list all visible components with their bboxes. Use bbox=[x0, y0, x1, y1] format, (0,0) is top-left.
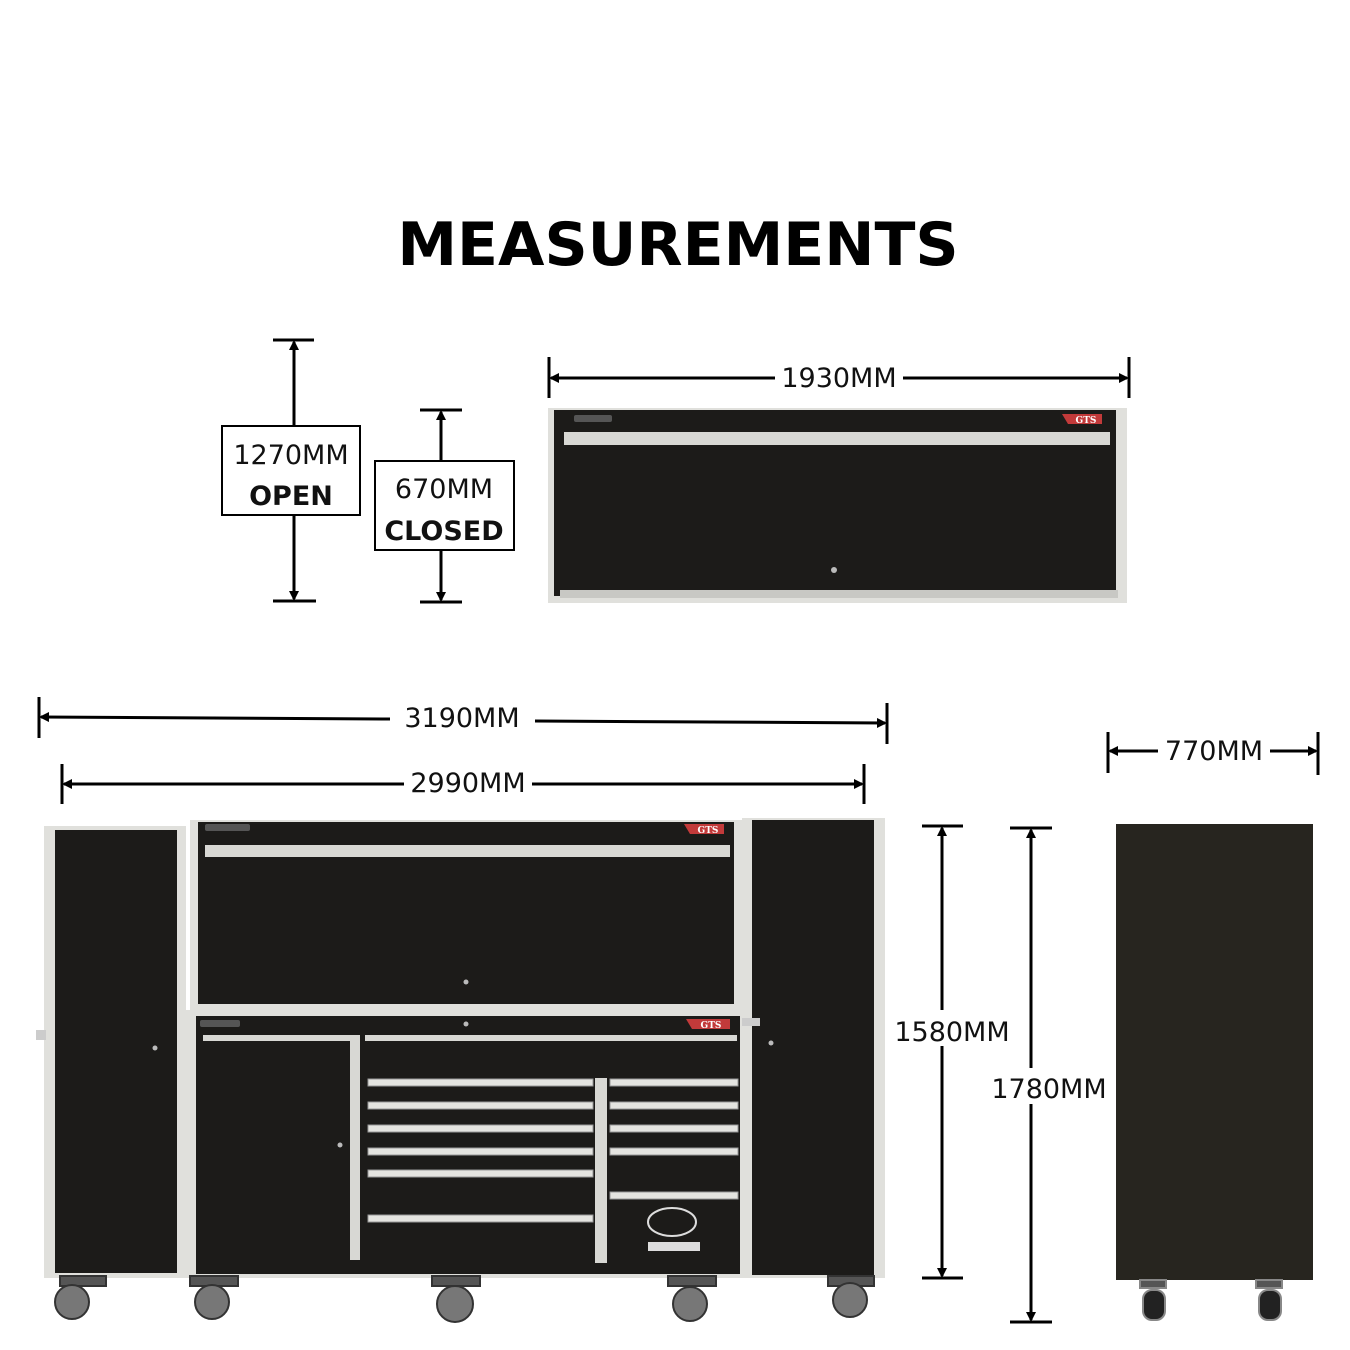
dimension-depth: 770MM bbox=[1106, 732, 1320, 775]
gts-badge-text: GTS bbox=[698, 826, 719, 836]
cabinet-side bbox=[1116, 824, 1313, 1280]
dimension-overall-width: 3190MM bbox=[37, 697, 889, 744]
page-title: MEASUREMENTS bbox=[397, 210, 958, 280]
open-height-value: 1270MM bbox=[233, 440, 348, 471]
gts-badge bbox=[686, 1019, 730, 1029]
dimension-total-height: 1780MM bbox=[991, 826, 1107, 1324]
hutch-width-value: 1930MM bbox=[781, 363, 896, 394]
right-locker bbox=[752, 820, 874, 1275]
closed-height-value: 670MM bbox=[395, 474, 493, 505]
dimension-hutch-width: 1930MM bbox=[547, 357, 1131, 398]
overall-width-value: 3190MM bbox=[404, 703, 519, 734]
dimension-open-height: 1270MM OPEN bbox=[221, 338, 361, 603]
brand-plate bbox=[574, 415, 612, 422]
combo-width-value: 2990MM bbox=[410, 768, 525, 799]
workstation-image: GTS GTS bbox=[36, 818, 885, 1323]
total-height-value: 1780MM bbox=[991, 1074, 1106, 1105]
side-casters bbox=[1139, 1279, 1283, 1321]
gts-badge-text: GTS bbox=[701, 1021, 722, 1031]
gts-badge bbox=[684, 824, 724, 834]
gts-badge-text: GTS bbox=[1076, 416, 1097, 426]
left-locker bbox=[55, 830, 177, 1273]
hutch-image: GTS bbox=[548, 408, 1127, 603]
jimy-logo bbox=[647, 1207, 700, 1251]
drawer-pulls bbox=[367, 1078, 739, 1223]
dimension-chest-height: 1580MM bbox=[894, 824, 1010, 1280]
gts-badge bbox=[1062, 414, 1102, 424]
closed-height-label: CLOSED bbox=[384, 516, 503, 547]
depth-value: 770MM bbox=[1165, 736, 1263, 767]
tool-chest bbox=[196, 1016, 740, 1274]
dimension-closed-height: 670MM CLOSED bbox=[374, 408, 515, 604]
dimension-combo-width: 2990MM bbox=[60, 764, 866, 804]
open-height-label: OPEN bbox=[249, 481, 333, 512]
casters bbox=[54, 1275, 875, 1323]
chest-height-value: 1580MM bbox=[894, 1017, 1009, 1048]
side-view-image bbox=[1116, 824, 1313, 1321]
